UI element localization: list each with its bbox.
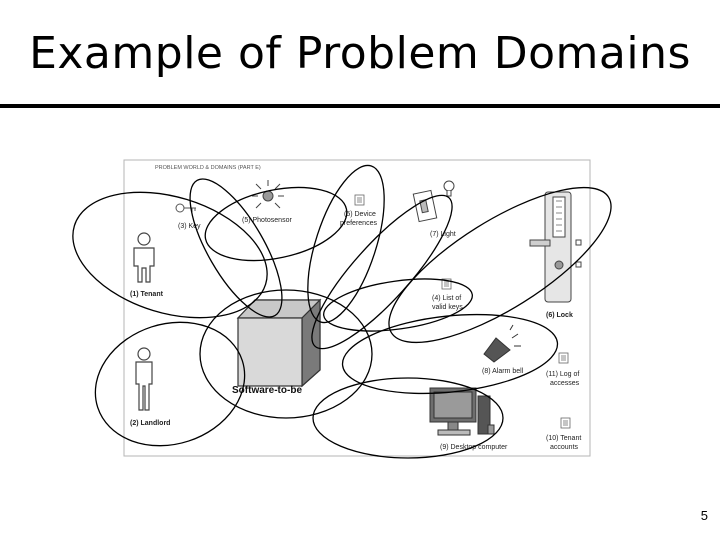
label-lock: (6) Lock [546,312,573,319]
tenant-accounts-icon [560,417,571,429]
lock-icon [529,191,582,303]
label-device-preferences-line1: (5) Device [344,211,376,218]
label-landlord: (2) Landlord [130,420,170,427]
title-divider [0,104,720,108]
photosensor-domain-ellipse [204,186,348,262]
software-to-be-ellipse [199,289,373,419]
domain-ellipses [72,164,612,459]
label-device-preferences-line2: preferences [340,220,377,227]
label-tenant-accounts-line2: accounts [550,444,579,451]
photosensor-icon [252,180,284,209]
label-alarm-bell: (8) Alarm bell [482,368,524,375]
valid-keys-icon [441,278,452,290]
alarm-bell-icon [483,324,521,363]
label-valid-keys-line1: (4) List of [432,295,461,302]
label-log-line2: accesses [550,380,580,387]
software-to-be-cube [236,298,322,388]
device-preferences-icon [354,194,365,206]
figure-frame [123,159,591,457]
label-key: (3) Key [178,223,201,230]
label-log-line1: (11) Log of [546,371,579,378]
label-tenant: (1) Tenant [130,291,164,298]
alarm-bell-domain-ellipse [341,313,559,395]
tenant-domain-ellipse [72,191,268,319]
device-preferences-domain-ellipse [307,164,385,324]
landlord-figure-icon [135,347,153,411]
label-software-to-be: Software-to-be [232,385,302,396]
landlord-domain-ellipse [94,321,246,447]
label-desktop-computer: (9) Desktop computer [440,444,508,451]
lock-domain-ellipse [388,186,612,344]
desktop-computer-icon [429,387,495,436]
slide-title: Example of Problem Domains [29,28,691,79]
key-domain-ellipse [189,178,283,318]
label-tenant-accounts-line1: (10) Tenant [546,435,581,442]
figure-header: PROBLEM WORLD & DOMAINS (PART E) [155,165,261,171]
tenant-figure-icon [133,232,155,283]
key-icon [175,203,196,213]
valid-keys-domain-ellipse [323,278,473,332]
page-number: 5 [700,508,708,523]
desktop-computer-domain-ellipse [312,377,504,459]
label-valid-keys-line2: valid keys [432,304,463,311]
log-icon [558,352,569,364]
label-photosensor: (5) Photosensor [242,217,292,224]
